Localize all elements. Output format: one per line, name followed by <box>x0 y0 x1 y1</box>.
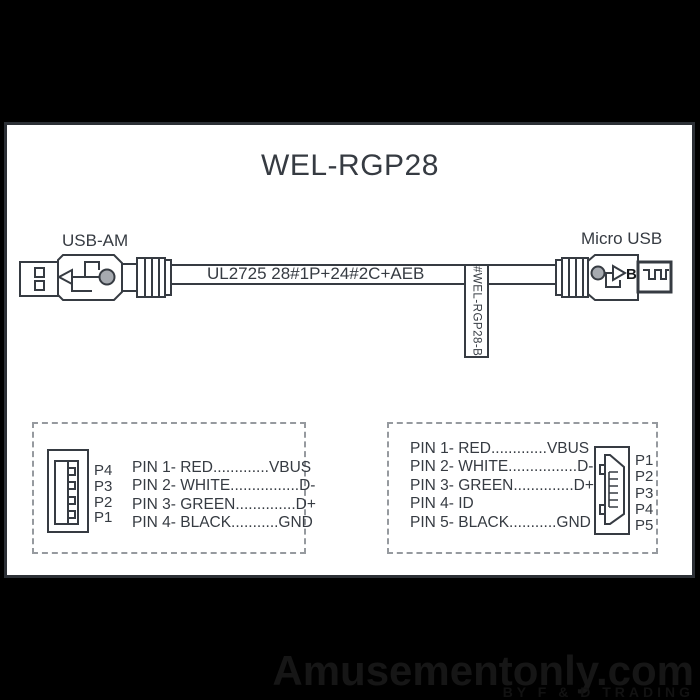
micro-usb-front-view-icon <box>594 446 630 535</box>
usb-orientation-left-icon <box>56 261 116 292</box>
micro-usb-pin-position-labels: P1 P2 P3 P4 P5 <box>635 452 654 535</box>
pin-list-item: PIN 1- RED.............VBUS <box>410 440 590 457</box>
usb-am-connector-label: USB-AM <box>62 231 129 250</box>
usb-a-pin-list: PIN 1- RED.............VBUS PIN 2- WHITE… <box>132 459 316 533</box>
pin-list-item: PIN 3- GREEN..............D+ <box>410 476 594 494</box>
pin-list-item: PIN 5- BLACK...........GND <box>410 513 591 531</box>
pin-list-item: PIN 2- WHITE................D- <box>410 458 594 476</box>
usb-a-pinout-box: P4 P3 P2 P1 PIN 1- RED.............VBUS … <box>32 422 316 554</box>
pin-position-label: P1 <box>635 452 654 469</box>
cable-line <box>171 264 559 285</box>
micro-usb-pinout-box: PIN 1- RED.............VBUS PIN 2- WHITE… <box>387 422 658 554</box>
watermark-site-text: Amusementonly.com <box>272 647 694 694</box>
pin-position-label: P5 <box>635 517 654 535</box>
cable-marking-text: UL2725 28#1P+24#2C+AEB <box>207 264 425 283</box>
usb-orientation-right-icon <box>590 264 627 288</box>
micro-usb-pin-list: PIN 1- RED.............VBUS PIN 2- WHITE… <box>410 440 594 532</box>
usb-a-pin-position-labels: P4 P3 P2 P1 <box>94 463 112 526</box>
pin-position-label: P4 <box>635 500 654 518</box>
cable-assembly-drawing: B <box>19 254 673 301</box>
pin-list-item: PIN 1- RED.............VBUS <box>132 459 312 476</box>
micro-usb-connector-label: Micro USB <box>581 229 663 248</box>
cable-tag-label: #WEL-RGP28-B <box>464 264 489 358</box>
watermark: Amusementonly.com BY F & D TRADING <box>272 648 694 700</box>
pin-position-label: P2 <box>94 493 113 511</box>
micro-tip-contacts-icon <box>643 269 669 280</box>
usb-a-plug-icon <box>19 254 172 301</box>
usb-a-front-view-icon <box>47 449 89 533</box>
pin-position-label: P3 <box>94 477 113 495</box>
pin-list-item: PIN 4- BLACK...........GND <box>132 514 313 532</box>
pin-list-item: PIN 3- GREEN..............D+ <box>132 495 316 513</box>
pin-position-label: P3 <box>635 484 654 502</box>
watermark-byline-text: BY F & D TRADING <box>502 684 694 700</box>
pin-position-label: P2 <box>635 468 654 486</box>
pin-list-item: PIN 2- WHITE................D- <box>132 477 316 495</box>
pin-position-label: P4 <box>94 462 113 479</box>
part-number-title: WEL-RGP28 <box>261 149 439 182</box>
pin-position-label: P1 <box>94 509 113 527</box>
micro-b-letter: B <box>626 266 637 283</box>
micro-usb-plug-icon: B <box>555 254 673 301</box>
pin-list-item: PIN 4- ID <box>410 495 474 513</box>
